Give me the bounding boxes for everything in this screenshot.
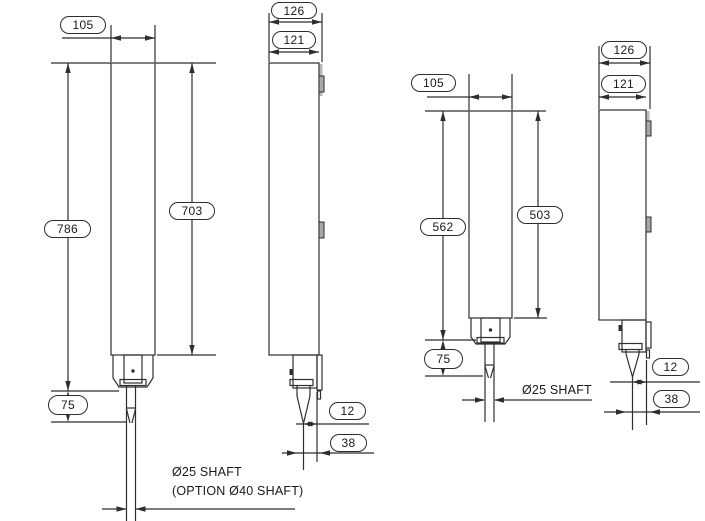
dim-bubble-body-depth-side-right: 121 (601, 75, 646, 93)
dim-bubble-body-front-right: 503 (517, 206, 563, 224)
dim-bubble-overall-front-right: 562 (420, 218, 466, 236)
dim-bubble-width-front-right: 105 (411, 74, 456, 92)
dim-bubble-offset-large-side-left: 38 (330, 434, 367, 452)
shaft-note-line1: Ø25 SHAFT (172, 465, 242, 479)
dim-bubble-offset-small-side-left: 12 (329, 402, 366, 420)
view-side-right-linework (598, 46, 700, 430)
side-plate-strip (646, 111, 650, 121)
dim-bubble-overall-depth-side-right: 126 (601, 41, 647, 59)
dim-bubble-width-front-left: 105 (60, 16, 106, 34)
chuck-set-screw-dot (488, 328, 493, 332)
view-front-right-arrows (440, 94, 541, 403)
view-side-right-arrows (599, 60, 660, 415)
view-front-left-linework (51, 25, 295, 521)
mount-tab-lower (318, 221, 325, 239)
chuck-set-screw-dot (131, 369, 135, 373)
shaft-note-line2: (OPTION Ø40 SHAFT) (172, 484, 304, 498)
mount-tab-lower (645, 216, 652, 233)
view-front-left-arrows (65, 35, 195, 512)
dim-bubble-offset-large-side-right: 38 (653, 390, 690, 408)
dim-bubble-stroke-front-left: 75 (48, 395, 88, 415)
dim-bubble-body-depth-side-left: 121 (272, 31, 316, 49)
chuck-set-screw (289, 369, 293, 375)
shaft-note-front-left: Ø25 SHAFT (OPTION Ø40 SHAFT) (172, 463, 303, 501)
chuck-set-screw (618, 325, 622, 331)
view-side-left-linework (268, 13, 374, 470)
shaft-note-front-right: Ø25 SHAFT (522, 383, 592, 397)
dim-bubble-stroke-front-right: 75 (424, 349, 463, 369)
dim-bubble-overall-depth-side-left: 126 (271, 2, 317, 19)
mount-tab-upper (645, 120, 652, 137)
view-side-left-arrows (269, 19, 330, 456)
view-front-right-linework (425, 74, 592, 422)
mount-tab-upper (318, 75, 325, 93)
dim-bubble-body-front-left: 703 (169, 202, 215, 220)
dim-bubble-offset-small-side-right: 12 (652, 358, 689, 376)
dim-bubble-overall-front-left: 786 (44, 220, 91, 238)
